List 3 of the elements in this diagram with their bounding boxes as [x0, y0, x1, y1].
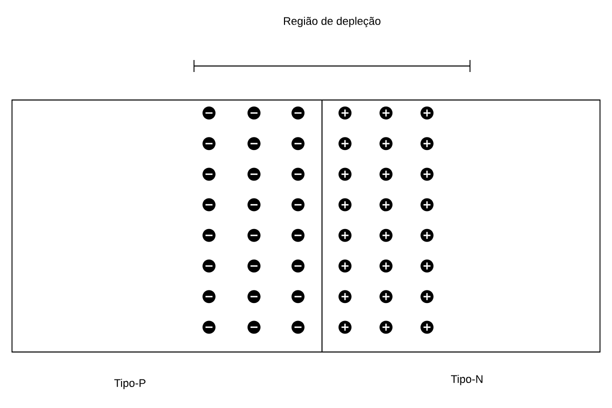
region-label: Tipo-P [114, 378, 146, 390]
region-label: Tipo-N [450, 374, 482, 386]
title: Região de depleção [284, 16, 380, 28]
